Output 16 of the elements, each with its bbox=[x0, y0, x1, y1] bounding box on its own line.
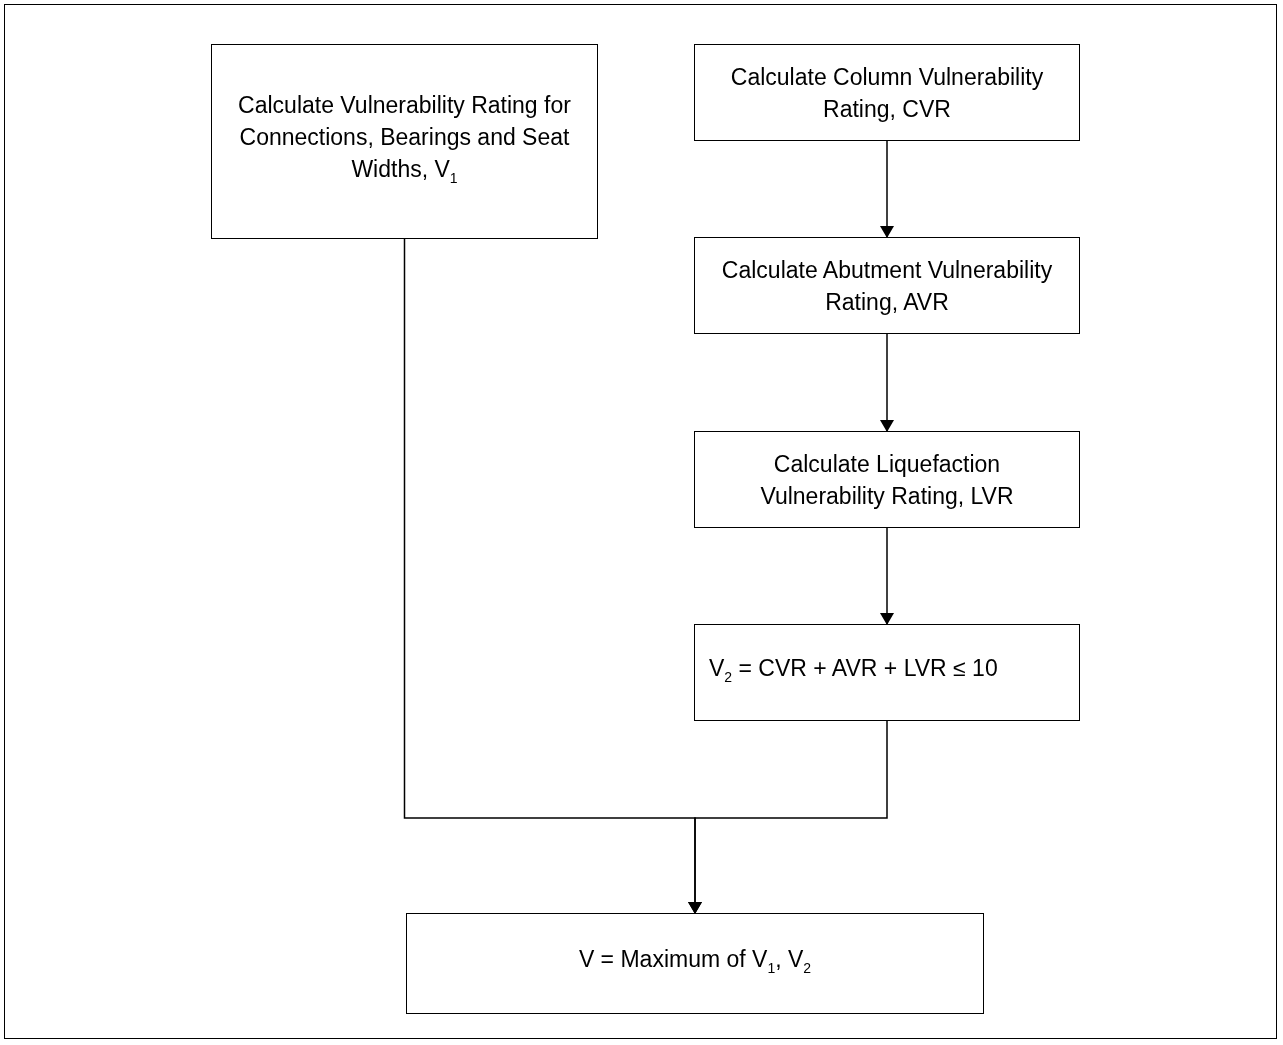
process-box bbox=[694, 624, 1080, 721]
box-text: Calculate Vulnerability Rating for Connections, Bearings and Seat Widths, V$_{1}$ bbox=[237, 91, 572, 188]
arrow bbox=[880, 333, 894, 432]
box-text: V$_{2}$ = CVR + AVR + LVR ≤ 10 bbox=[709, 654, 998, 687]
box-text: V = Maximum of V$_{1}$, V$_{2}$ bbox=[578, 945, 812, 978]
process-box bbox=[694, 44, 1080, 141]
box-text: Calculate Liquefaction Vulnerability Rating, LVR bbox=[759, 449, 1015, 511]
process-box bbox=[694, 237, 1080, 334]
process-box bbox=[406, 913, 984, 1014]
box-text: Calculate Abutment Vulnerability Rating, AVR bbox=[720, 255, 1054, 317]
arrow bbox=[880, 140, 894, 238]
arrow bbox=[880, 527, 894, 625]
arrow bbox=[688, 720, 888, 914]
process-box bbox=[694, 431, 1080, 528]
box-text: Calculate Column Vulnerability Rating, CVR bbox=[729, 62, 1045, 124]
process-box bbox=[211, 44, 598, 239]
